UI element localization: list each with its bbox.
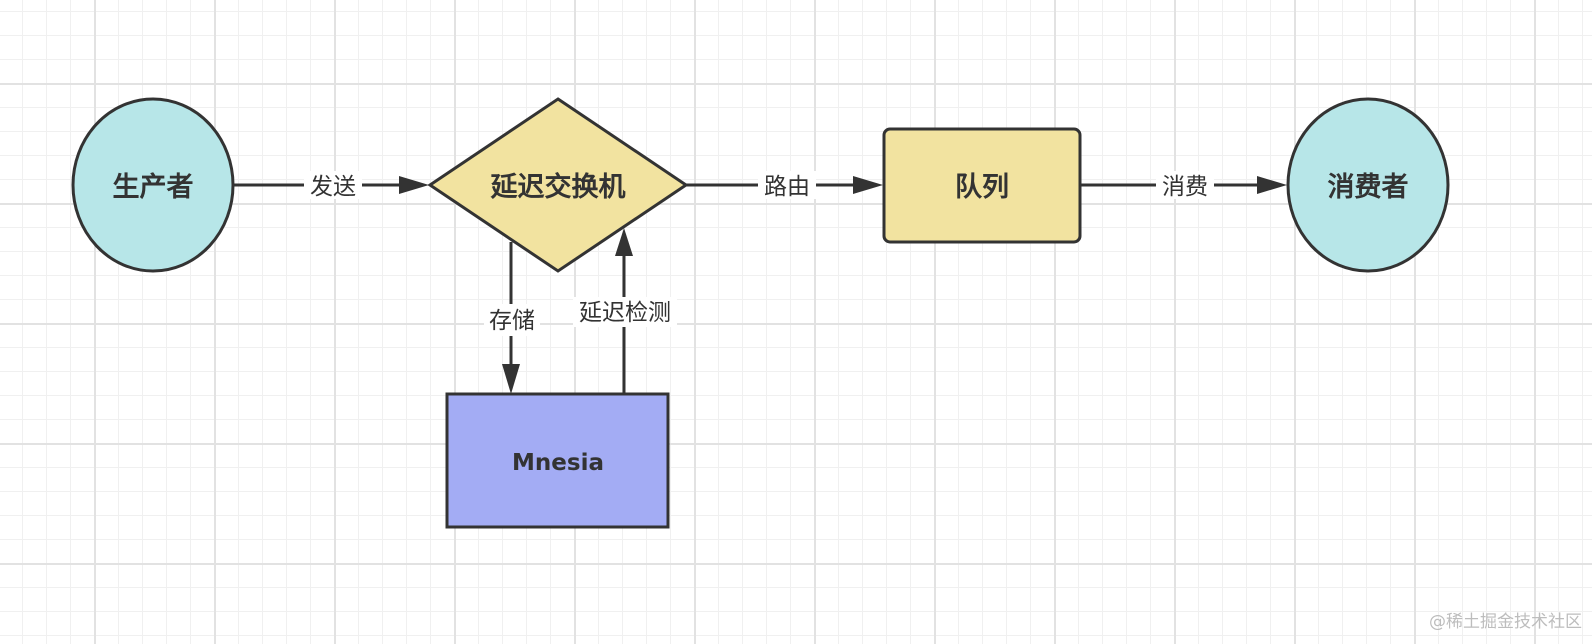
edge-route-arrowhead (853, 176, 883, 194)
delay-exchange-label: 延迟交换机 (490, 171, 626, 203)
node-mnesia[interactable]: Mnesia (445, 392, 670, 529)
edge-store[interactable]: 存储 (484, 242, 540, 394)
edge-consume-label-bg (1156, 171, 1214, 199)
queue-label: 队列 (955, 172, 1009, 203)
edge-store-arrowhead (502, 364, 520, 394)
edge-send[interactable]: 发送 (234, 171, 429, 200)
edge-delay-check-label-bg (573, 297, 677, 327)
edge-delay-check-arrowhead (615, 228, 633, 256)
edge-send-label: 发送 (310, 174, 356, 200)
edge-send-arrowhead (399, 176, 429, 194)
edge-delay-check[interactable]: 延迟检测 (573, 228, 677, 394)
mnesia-label: Mnesia (512, 450, 604, 476)
producer-label: 生产者 (113, 172, 194, 203)
producer-circle (71, 97, 235, 273)
mnesia-box (445, 392, 670, 529)
edge-route[interactable]: 路由 (686, 171, 883, 200)
edge-route-label-bg (758, 171, 816, 199)
watermark: @稀土掘金技术社区 (1429, 612, 1582, 632)
edge-store-label: 存储 (489, 308, 535, 334)
edge-route-label: 路由 (764, 174, 810, 200)
node-queue[interactable]: 队列 (882, 127, 1082, 244)
edge-store-label-bg (484, 304, 540, 336)
queue-box (882, 127, 1082, 244)
node-producer[interactable]: 生产者 (71, 97, 235, 273)
node-delay-exchange[interactable]: 延迟交换机 (427, 97, 689, 273)
edge-send-label-bg (304, 171, 362, 199)
consumer-circle (1286, 97, 1450, 273)
delay-exchange-diamond (427, 97, 689, 273)
edge-consume-arrowhead (1257, 176, 1287, 194)
consumer-label: 消费者 (1328, 172, 1409, 203)
edge-consume-label: 消费 (1162, 174, 1208, 200)
edge-consume[interactable]: 消费 (1080, 171, 1287, 200)
edge-delay-check-label: 延迟检测 (579, 300, 671, 326)
node-consumer[interactable]: 消费者 (1286, 97, 1450, 273)
